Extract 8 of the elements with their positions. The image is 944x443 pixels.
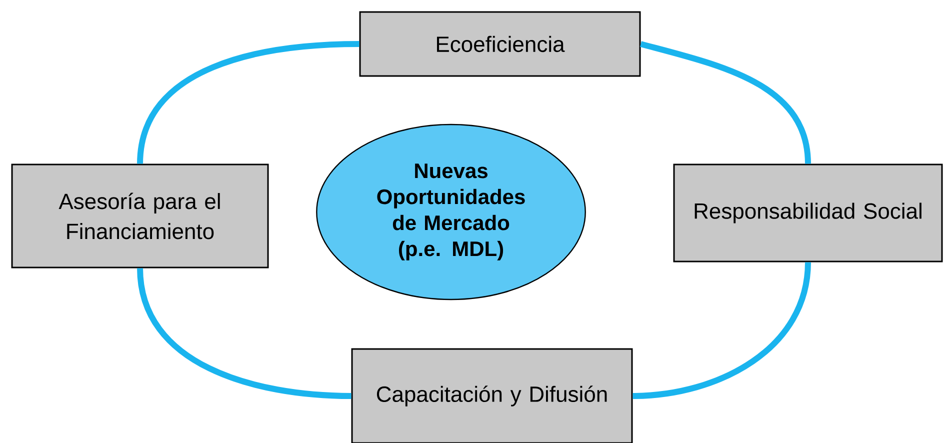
- ring-arc: [137, 40, 360, 164]
- topic-box: Ecoeficiencia: [359, 11, 641, 77]
- topic-box: Asesoría para el Financiamiento: [11, 164, 269, 268]
- ring-arc: [632, 262, 811, 399]
- topic-box: Capacitación y Difusión: [351, 348, 633, 443]
- ring-arc: [640, 41, 811, 164]
- topic-box: Responsabilidad Social: [673, 164, 943, 262]
- ring-arc: [137, 268, 352, 399]
